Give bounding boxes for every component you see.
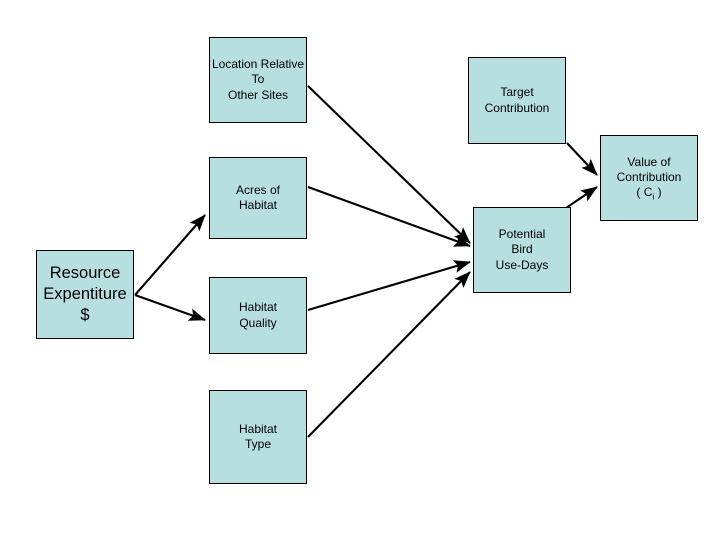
node-value-of-contribution[interactable]: Value of Contribution ( Ci ) [600, 135, 698, 221]
arrow-target-to-value [566, 142, 598, 176]
node-label-habitat-quality: Habitat Quality [238, 300, 278, 330]
node-target-contribution[interactable]: Target Contribution [468, 57, 566, 144]
formula-subscript: i [652, 191, 655, 202]
formula-suffix: ) [654, 185, 662, 200]
arrow-resource-to-habitat-quality [134, 294, 206, 321]
node-habitat-type[interactable]: Habitat Type [209, 390, 307, 484]
node-label-value-of-contribution: Value of Contribution ( Ci ) [601, 155, 697, 202]
arrow-location-to-potential [307, 85, 471, 244]
node-potential-bird-use-days[interactable]: Potential Bird Use-Days [473, 207, 571, 293]
node-label-potential-bird-use-days: Potential Bird Use-Days [495, 226, 549, 272]
node-label-target-contribution: Target Contribution [484, 85, 550, 115]
node-label-resource-expenditure: Resource Expentiture $ [43, 263, 127, 325]
node-acres-of-habitat[interactable]: Acres of Habitat [209, 157, 307, 239]
node-location-relative[interactable]: Location Relative To Other Sites [209, 37, 307, 123]
arrow-habitat-type-to-potential [307, 271, 471, 438]
arrow-resource-to-acres [134, 214, 206, 296]
formula-prefix: ( C [636, 185, 653, 200]
node-label-acres-of-habitat: Acres of Habitat [235, 182, 280, 212]
node-formula-value-of-contribution: ( Ci ) [601, 185, 697, 201]
node-resource-expenditure[interactable]: Resource Expentiture $ [36, 250, 134, 339]
node-habitat-quality[interactable]: Habitat Quality [209, 277, 307, 354]
arrow-acres-to-potential [307, 186, 471, 247]
node-label-location-relative: Location Relative To Other Sites [211, 56, 305, 102]
arrow-habitat-quality-to-potential [307, 260, 471, 312]
node-label-habitat-type: Habitat Type [238, 421, 278, 451]
